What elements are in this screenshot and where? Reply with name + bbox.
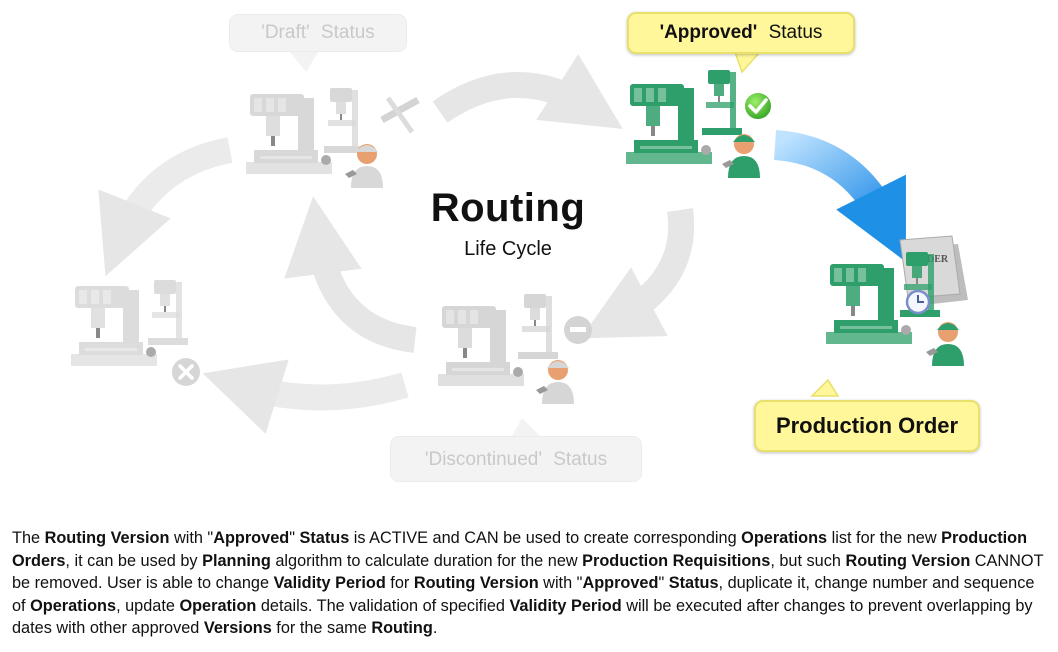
arrow-approved-to-discontinued [580,208,695,339]
routing-lifecycle-diagram: ORDER Routing Life Cycle 'Draft' Status … [71,12,980,482]
pencil-ruler-icon [380,96,420,134]
caption-text-segment: " [658,574,669,593]
discontinued-status-quoted: 'Discontinued' [424,449,542,470]
caption-text-segment: , but such [770,551,846,570]
approved-status-callout: 'Approved' Status [627,12,855,54]
cycle-arrows [98,54,695,434]
caption-bold-term: Status [668,574,719,593]
arrow-discontinued-to-removed [202,359,409,434]
caption-text-segment: details. The validation of specified [256,596,510,615]
discontinued-machines-group [438,293,592,404]
discontinued-status-callout: 'Discontinued' Status [390,436,642,482]
arrow-draft-to-removed [98,137,233,277]
approved-machines-group [626,69,773,178]
caption-bold-term: Production Orders [12,529,1028,570]
caption-text-segment: with " [169,529,214,547]
production-order-group: ORDER [826,235,968,366]
draft-machines-group [246,87,420,188]
caption-text-segment: list for the new [827,529,942,547]
caption-text-segment: for the same [271,619,372,638]
caption-bold-term: Production Requisitions [582,551,771,570]
milling-machine-icon [71,286,157,366]
draft-status-quoted: 'Draft' [261,22,310,43]
arrow-draft-to-approved [432,54,623,130]
caption-bold-term: Routing Version [845,551,971,570]
arrow-discontinued-to-draft [284,196,417,353]
caption-bold-term: Versions [203,619,272,638]
minus-badge-icon [564,316,592,344]
diagram-graphics: ORDER [71,51,968,436]
caption-bold-term: Routing [371,619,433,638]
approved-status-quoted: 'Approved' [659,22,758,43]
arrow-approved-to-production-order [773,130,906,262]
caption-text-segment: , it can be used by [65,551,203,570]
caption-bold-term: Planning [202,551,271,570]
caption-bold-term: Status [299,529,350,547]
caption-text-segment: " [289,529,300,547]
caption-bold-term: Operations [741,529,828,547]
approved-status-suffix: Status [768,22,823,43]
draft-status-callout: 'Draft' Status [229,14,407,52]
caption-bold-term: Operations [30,596,117,615]
caption-text-segment: for [385,574,414,593]
caption-text-segment: CANNOT be removed. User is able to chang… [12,551,1044,593]
mechanic-worker-icon [926,322,964,366]
production-order-callout: Production Order [754,400,980,452]
check-badge-icon [743,91,773,121]
caption-text-segment: . [432,619,438,638]
drill-press-icon [517,293,559,360]
drill-press-icon [701,69,743,136]
x-badge-icon [172,358,200,386]
discontinued-status-suffix: Status [553,449,608,470]
caption-text-segment: is ACTIVE and CAN be used to create corr… [349,529,742,547]
milling-machine-icon [626,84,712,164]
drill-press-icon [147,279,189,346]
caption-bold-term: Validity Period [509,596,622,615]
diagram-subtitle: Life Cycle [464,238,552,260]
caption-text-segment: with " [538,574,583,593]
caption-text-segment: , update [116,596,180,615]
milling-machine-icon [438,306,524,386]
removed-machines-group [71,279,200,386]
milling-machine-icon [826,264,912,344]
draft-status-suffix: Status [320,22,375,43]
mechanic-worker-icon [722,134,760,178]
mechanic-worker-icon [536,360,574,404]
caption-text-segment: algorithm to calculate duration for the … [270,551,583,570]
caption-text-segment: will be executed after changes to preven… [12,596,1033,638]
milling-machine-icon [246,94,332,174]
clock-icon [905,289,931,315]
caption-bold-term: Routing Version [413,574,539,593]
drill-press-icon [323,87,365,154]
caption-bold-term: Approved [213,529,290,547]
caption-bold-term: Routing Version [44,529,170,547]
caption-bold-term: Validity Period [273,574,386,593]
caption-text-segment: The [12,529,45,547]
caption-text: The Routing Version with "Approved" Stat… [12,527,1052,640]
caption-bold-term: Operation [179,596,257,615]
diagram-title: Routing [430,186,586,230]
caption-bold-term: Approved [582,574,659,593]
caption-text-segment: , duplicate it, change number and sequen… [12,574,1035,615]
